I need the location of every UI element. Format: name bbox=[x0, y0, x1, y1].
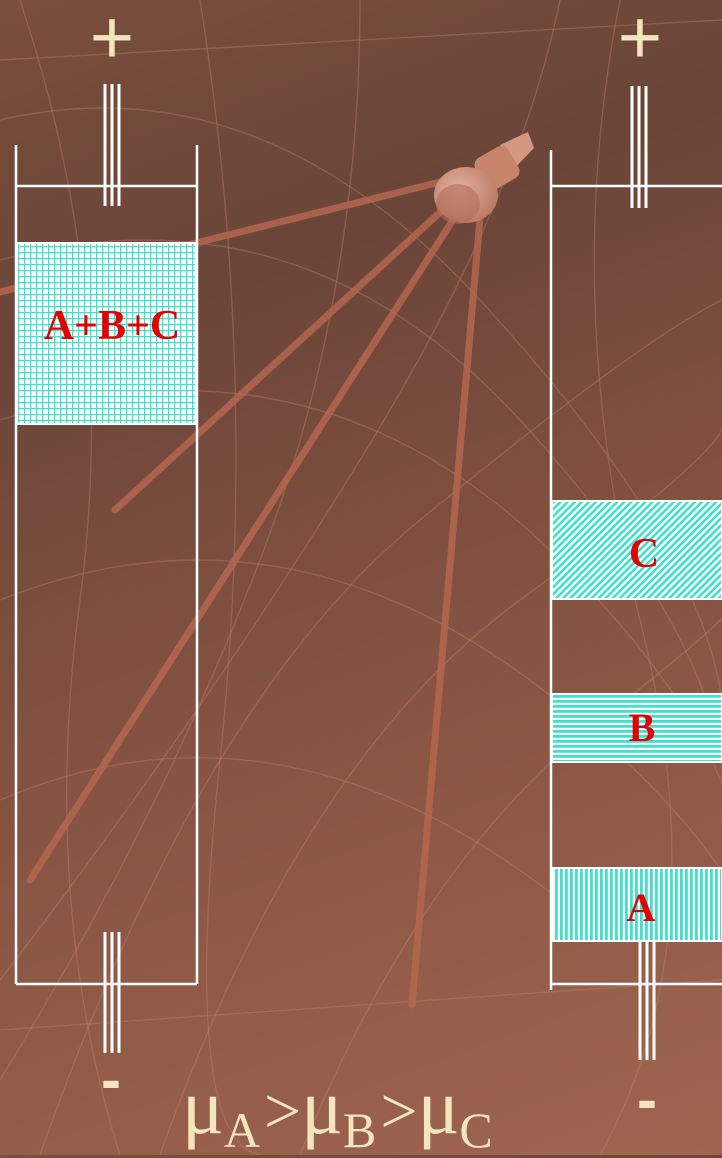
mu-symbol-c: μ bbox=[418, 1063, 460, 1150]
subscript-b: B bbox=[343, 1102, 376, 1158]
mixed-band-label: A+B+C bbox=[17, 302, 207, 350]
subscript-a: A bbox=[224, 1102, 260, 1158]
mobility-formula: μA >μB >μC bbox=[182, 1062, 602, 1155]
left-top-electrode bbox=[105, 84, 119, 206]
mu-symbol-a: μ bbox=[182, 1063, 224, 1150]
right-plus-sign: + bbox=[608, 0, 672, 72]
left-bottom-electrode bbox=[105, 932, 119, 1053]
left-plus-sign: + bbox=[80, 0, 144, 72]
right-minus-sign: - bbox=[626, 1070, 668, 1120]
greater-than-2: > bbox=[380, 1075, 417, 1148]
greater-than-1: > bbox=[264, 1075, 301, 1148]
band-c-label: C bbox=[600, 530, 688, 578]
right-bottom-electrode bbox=[640, 940, 654, 1060]
mu-symbol-b: μ bbox=[301, 1063, 343, 1150]
right-top-electrode bbox=[632, 86, 646, 208]
band-b-label: B bbox=[600, 704, 684, 751]
subscript-c: C bbox=[459, 1102, 492, 1158]
left-minus-sign: - bbox=[90, 1050, 132, 1100]
lamp-icon bbox=[434, 132, 534, 224]
band-a-label: A bbox=[598, 884, 684, 931]
